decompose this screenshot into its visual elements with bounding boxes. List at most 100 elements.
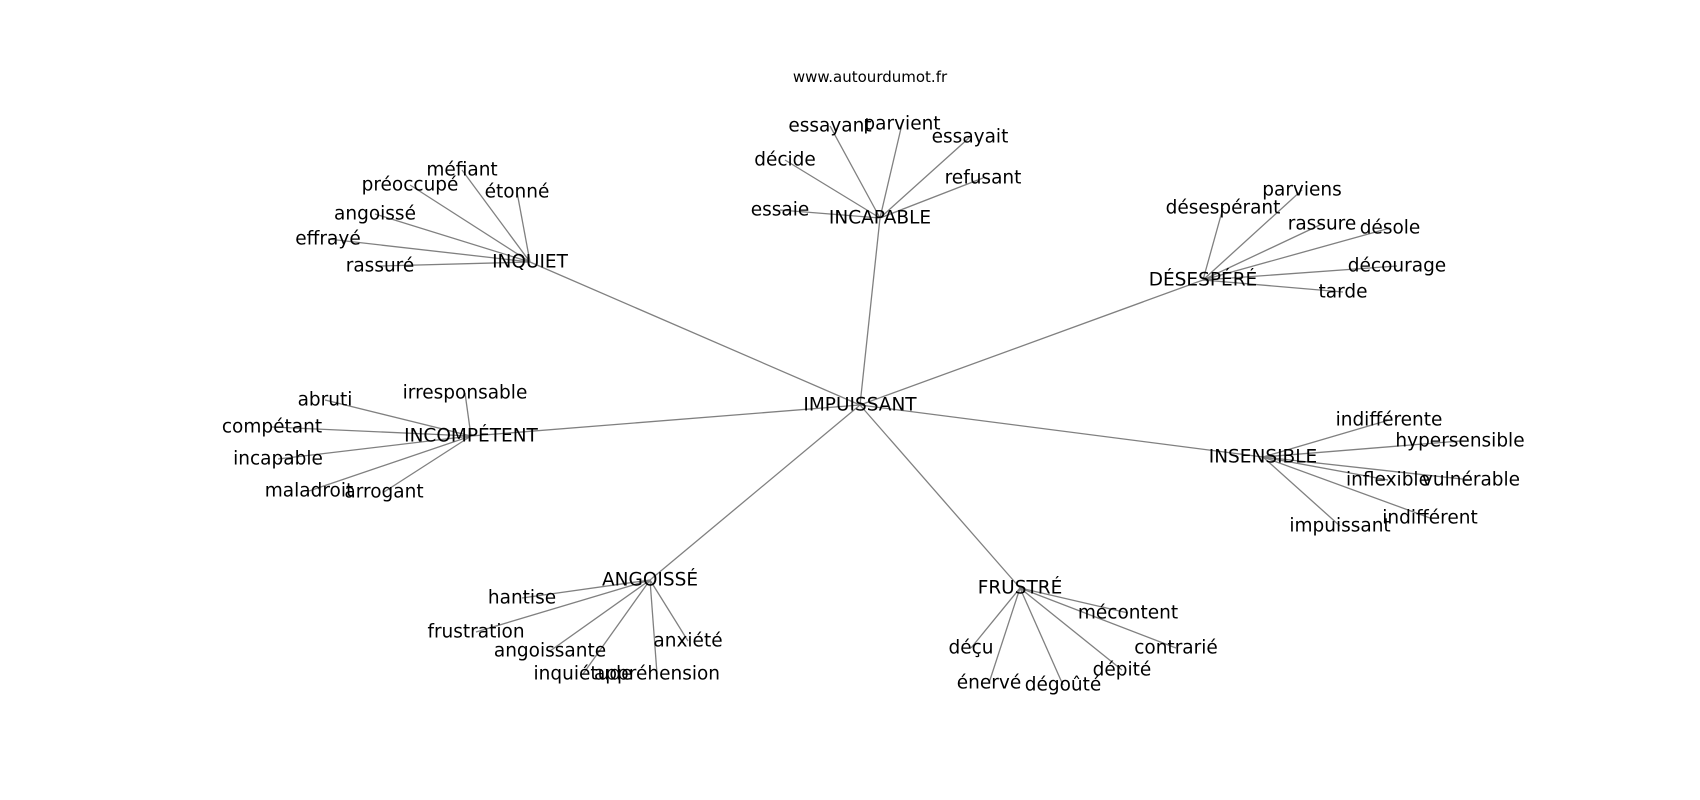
edge-hub-to-leaf [784,159,881,219]
edge-hub-to-leaf [1262,456,1341,527]
hub-node-label: ANGOISSÉ [602,569,698,591]
edge-hub-to-leaf [521,579,651,599]
leaf-node-label: anxiété [653,631,722,652]
edge-hub-to-leaf [516,191,531,263]
leaf-node-label: inflexible [1346,470,1430,491]
leaf-node-label: appréhension [594,664,720,685]
leaf-node-label: indifférent [1382,508,1477,529]
leaf-node-label: incapable [233,449,323,470]
edge-hub-to-leaf [308,435,472,492]
leaf-node-label: refusant [945,168,1022,189]
edge-center-to-hub [470,404,861,437]
leaf-node-label: désole [1360,218,1421,239]
leaf-node-label: parvient [863,114,940,135]
edge-hub-to-leaf [970,587,1021,649]
leaf-node-label: hypersensible [1395,431,1524,452]
leaf-node-label: tarde [1319,282,1368,303]
leaf-node-label: frustration [427,622,524,643]
edge-hub-to-leaf [582,579,651,675]
leaf-node-label: décide [754,150,816,171]
leaf-node-label: compétant [222,417,322,438]
edge-hub-to-leaf [1202,227,1391,281]
edge-hub-to-leaf [1262,456,1431,519]
edge-hub-to-leaf [779,209,881,219]
edge-hub-to-leaf [1202,207,1224,281]
leaf-node-label: essayant [788,116,871,137]
edge-hub-to-leaf [1262,419,1390,458]
center-node-label: IMPUISSANT [803,395,917,416]
edge-hub-to-leaf [409,184,531,263]
edge-hub-to-leaf [549,579,651,652]
edge-hub-to-leaf [461,169,531,263]
edge-hub-to-leaf [475,579,651,633]
edge-hub-to-leaf [379,261,531,267]
leaf-node-label: inquiétude [534,664,633,685]
edge-hub-to-leaf [271,426,472,437]
edge-hub-to-leaf [464,392,472,437]
hub-node-label: INSENSIBLE [1209,447,1317,468]
leaf-node-label: déçu [948,638,993,659]
edge-hub-to-leaf [1019,587,1129,614]
edge-hub-to-leaf [1019,587,1177,649]
leaf-node-label: dégoûté [1025,675,1102,696]
leaf-node-label: hantise [488,588,556,609]
edge-hub-to-leaf [1019,587,1123,671]
edge-hub-to-leaf [649,579,658,675]
hub-node-label: INCOMPÉTENT [404,425,538,447]
edge-hub-to-leaf [1262,440,1461,458]
hub-node-label: FRUSTRÉ [978,577,1063,599]
leaf-node-label: mécontent [1078,603,1178,624]
edge-center-to-hub [859,217,881,406]
leaf-node-label: préoccupé [362,175,459,196]
edge-center-to-hub [859,404,1264,458]
edge-hub-to-leaf [879,123,903,219]
edge-hub-to-leaf [649,579,689,642]
leaf-node-label: méfiant [426,160,497,181]
edge-hub-to-leaf [374,213,531,263]
edge-hub-to-leaf [324,399,472,437]
leaf-node-label: parviens [1262,180,1342,201]
edge-hub-to-leaf [879,177,984,219]
edge-center-to-hub [859,279,1204,406]
leaf-node-label: maladroit [265,481,354,502]
leaf-node-label: dépité [1093,660,1152,681]
leaf-node-label: indifférente [1336,410,1443,431]
leaf-node-label: décourage [1348,256,1446,277]
leaf-node-label: irresponsable [403,383,528,404]
edge-hub-to-leaf [383,435,472,493]
leaf-node-label: contrarié [1134,638,1218,659]
edge-center-to-hub [529,261,861,406]
edge-hub-to-leaf [829,125,881,219]
edge-hub-to-leaf [327,238,531,263]
edge-center-to-hub [649,404,861,581]
leaf-node-label: énervé [957,673,1021,694]
edge-hub-to-leaf [1019,587,1064,686]
edge-center-to-hub [859,404,1021,589]
leaf-node-label: angoissé [334,204,416,225]
leaf-node-label: arrogant [344,482,423,503]
edge-hub-to-leaf [1262,456,1472,481]
leaf-node-label: rassuré [346,256,415,277]
leaf-node-label: vulnérable [1422,470,1520,491]
edge-hub-to-leaf [1202,265,1398,281]
leaf-node-label: effrayé [295,229,360,250]
edges-layer [271,123,1472,686]
leaf-node-label: impuissant [1289,516,1390,537]
leaf-node-label: abruti [298,390,353,411]
edge-hub-to-leaf [879,136,971,219]
edge-hub-to-leaf [277,435,472,460]
leaf-node-label: rassure [1288,214,1357,235]
edge-hub-to-leaf [1262,456,1389,481]
hub-node-label: INCAPABLE [829,208,931,229]
leaf-node-label: essaie [751,200,810,221]
leaf-node-label: désespérant [1166,198,1281,219]
edge-hub-to-leaf [988,587,1021,684]
leaf-node-label: essayait [932,127,1009,148]
edge-hub-to-leaf [1202,223,1323,281]
edge-hub-to-leaf [1202,279,1344,293]
edge-hub-to-leaf [1202,189,1303,281]
hub-node-label: INQUIET [492,252,569,273]
leaf-node-label: angoissante [494,641,606,662]
